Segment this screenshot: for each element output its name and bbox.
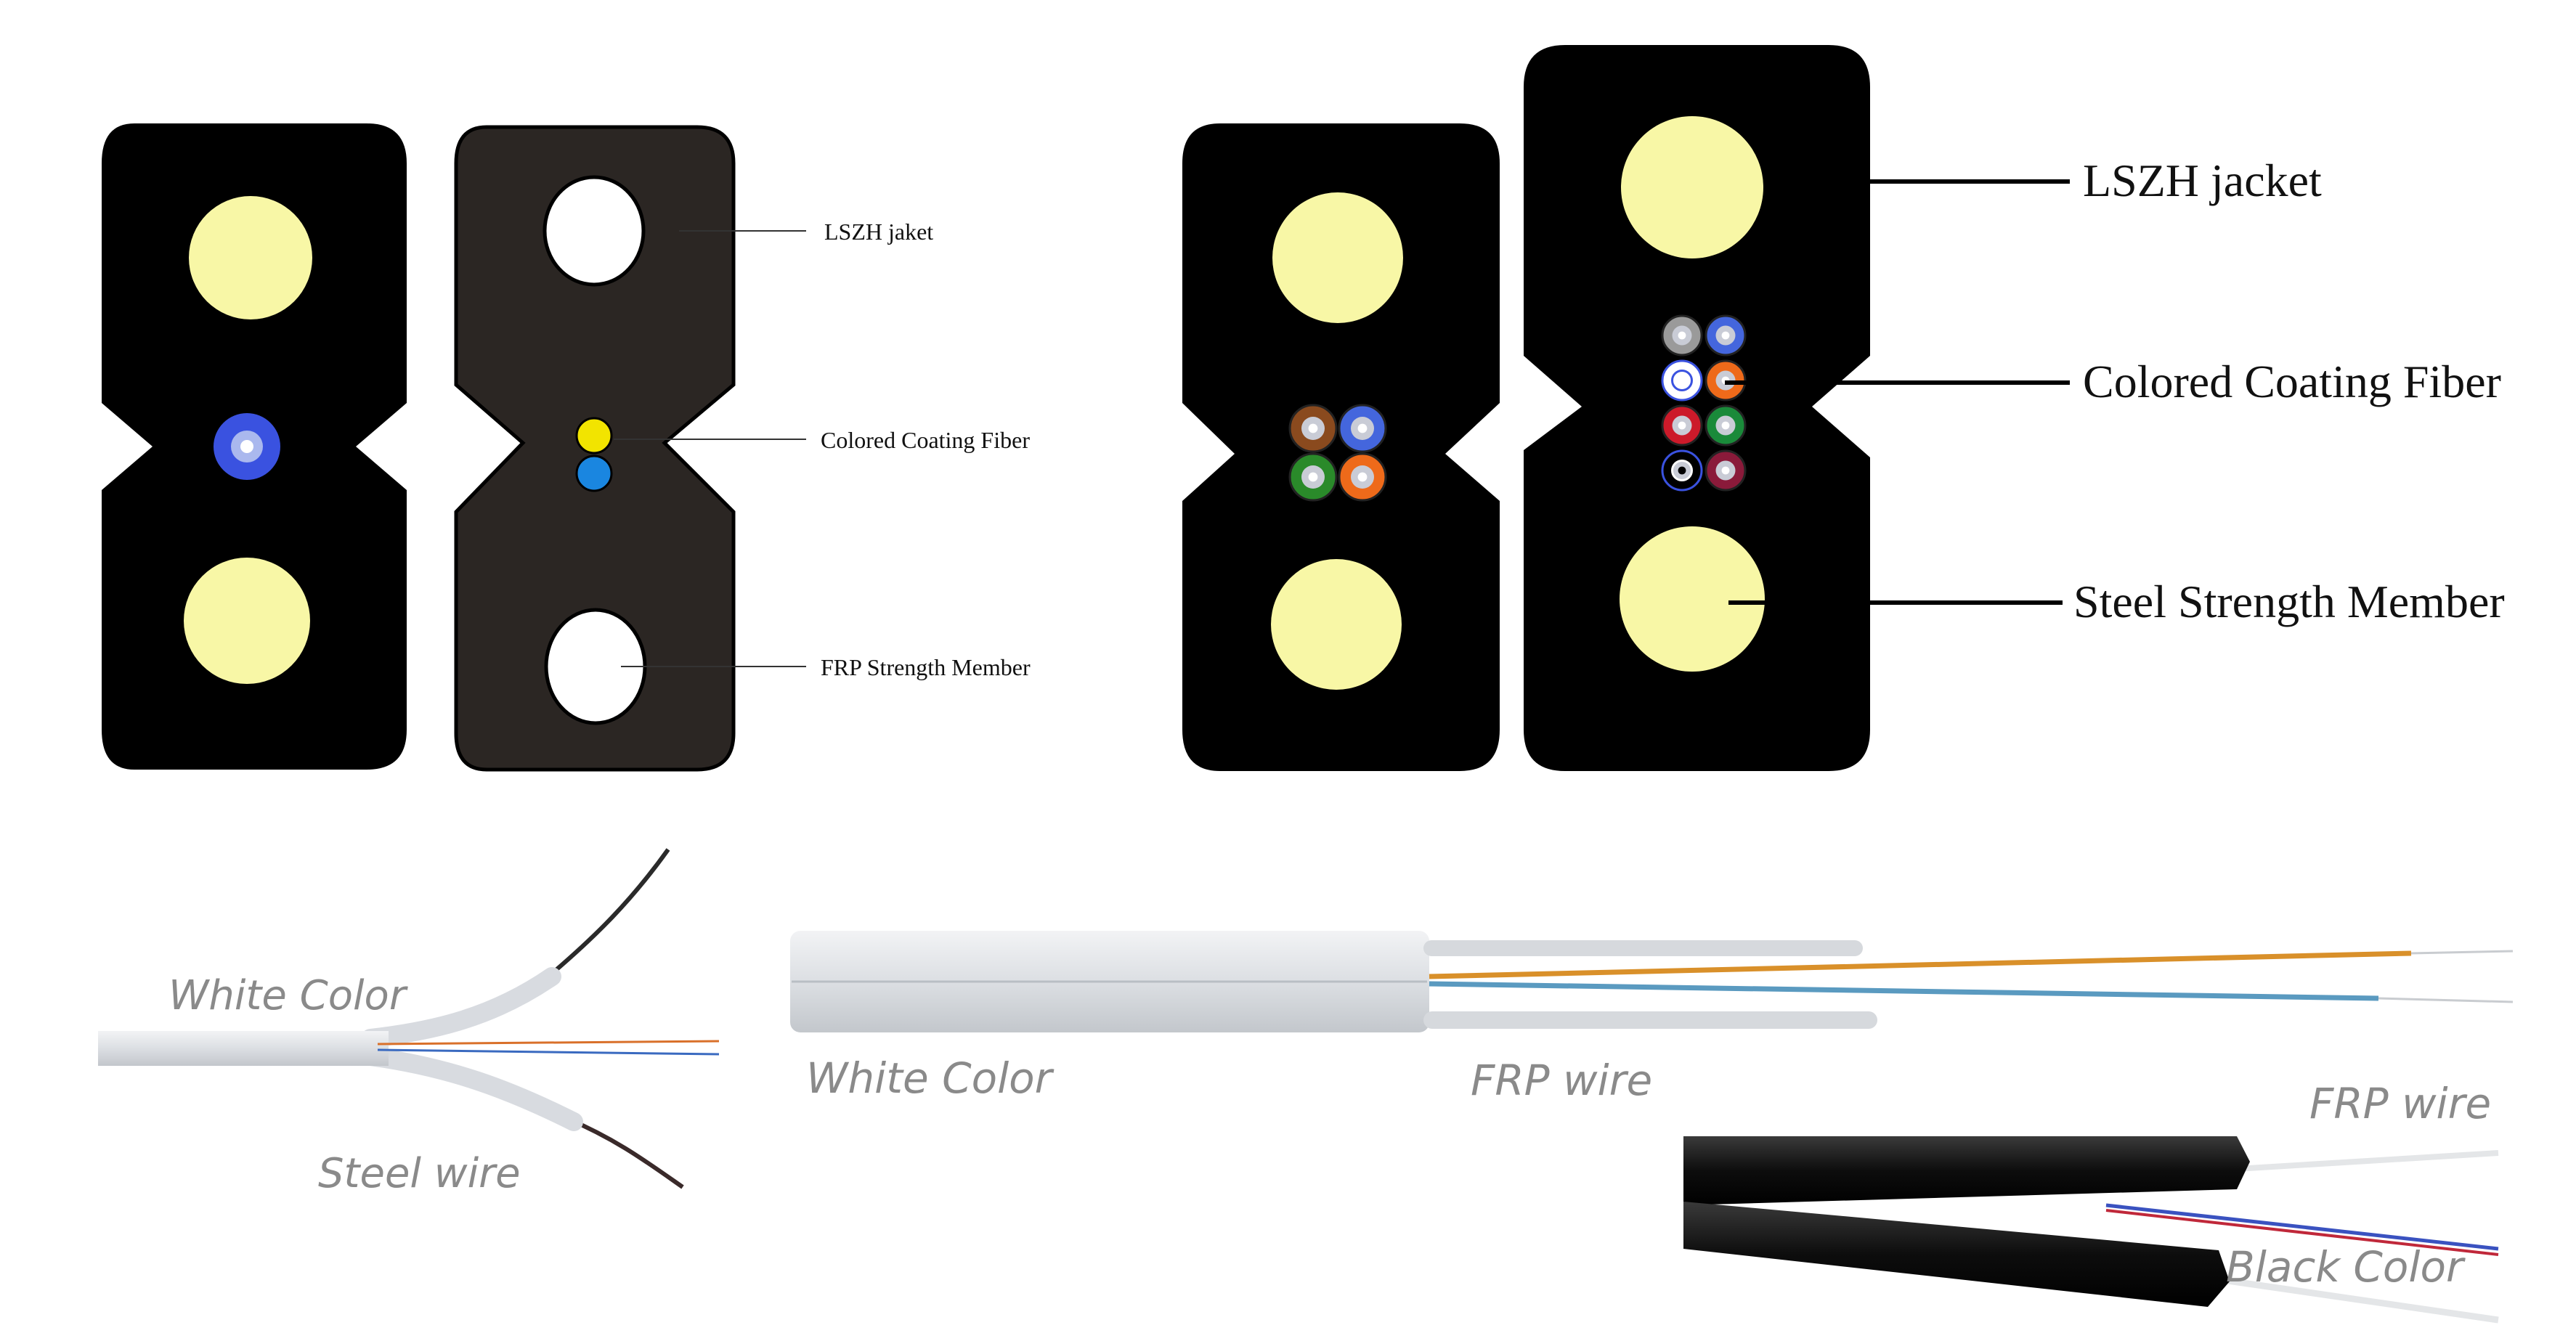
fiber-1	[1288, 404, 1338, 453]
label-colored-fiber-2: Colored Coating Fiber	[2083, 356, 2501, 407]
fiber-orange	[1429, 950, 2412, 979]
fiber-orange-bare	[2410, 950, 2514, 955]
fiber-3	[1661, 359, 1703, 402]
fiber-5-core	[1678, 421, 1686, 430]
fiber-8	[1705, 449, 1747, 492]
fiber-2	[1338, 404, 1387, 453]
cable-branch-top	[361, 967, 561, 1048]
figure2-callouts	[1725, 179, 2070, 605]
cable-cross-section-4-fiber	[1182, 123, 1500, 771]
strength-member-top	[1621, 116, 1763, 258]
steel-wire-top	[547, 848, 670, 979]
fiber-7	[1661, 449, 1703, 492]
fiber-2-core	[1357, 423, 1368, 433]
strength-member-bottom	[1620, 526, 1765, 672]
fiber-blue	[1429, 981, 2379, 1001]
fiber-orange	[377, 1040, 720, 1046]
label-frp-wire-2: FRP wire	[2309, 1079, 2491, 1128]
fiber-blue-bare	[2378, 997, 2514, 1003]
cable-body	[98, 1031, 389, 1066]
fiber-1	[1661, 314, 1703, 356]
label-lszh-jacket-1: LSZH jaket	[824, 219, 933, 245]
fiber-blue	[2105, 1203, 2499, 1251]
fiber-core	[240, 440, 253, 453]
cable-cross-section-2	[454, 125, 736, 772]
label-lszh-jacket-2: LSZH jacket	[2083, 155, 2322, 206]
fiber-3-core	[1308, 472, 1318, 482]
fiber-3-core	[1678, 376, 1686, 385]
steel-wire-bottom	[565, 1116, 684, 1189]
label-steel-wire: Steel wire	[318, 1150, 521, 1197]
fiber-8-core	[1721, 466, 1730, 475]
fiber-2	[1705, 314, 1747, 356]
fiber-7-core	[1678, 466, 1686, 475]
fiber-4	[1338, 452, 1387, 502]
fiber-2-core	[1721, 331, 1730, 340]
strength-member-bottom	[184, 558, 310, 684]
cable-cross-section-1	[102, 123, 407, 770]
fiber-bundle-8	[1661, 314, 1747, 492]
fiber-5	[1661, 404, 1703, 447]
label-colored-fiber-1: Colored Coating Fiber	[821, 427, 1030, 453]
label-white-color-1: White Color	[168, 972, 408, 1019]
fiber-1-core	[1678, 331, 1686, 340]
strength-member-top	[1272, 192, 1403, 323]
fiber-bundle-4	[1288, 404, 1387, 502]
cable-branch-top	[1683, 1136, 2250, 1205]
frp-rod-bottom	[2207, 1274, 2499, 1324]
label-black-color: Black Color	[2226, 1242, 2466, 1292]
cable-branch-bottom	[361, 1047, 583, 1131]
strength-member-top	[189, 196, 312, 319]
fiber-3	[1288, 452, 1338, 502]
fiber-6-core	[1721, 421, 1730, 430]
fiber-4-core	[1357, 472, 1368, 482]
label-frp-wire-1: FRP wire	[1471, 1056, 1652, 1105]
photo-black-frp-cable: FRP wire Black Color	[1683, 1079, 2499, 1324]
fiber-blue	[377, 1048, 720, 1056]
fiber-yellow	[575, 417, 613, 455]
frp-rod-top	[2236, 1150, 2499, 1172]
frp-rod-bottom	[1423, 1011, 1877, 1029]
figure1-callouts	[614, 230, 806, 667]
cable-branch-bottom	[1683, 1202, 2230, 1307]
lszh-jacket	[1524, 45, 1870, 771]
fiber-1-core	[1308, 423, 1318, 433]
label-strength-member-1: FRP Strength Member	[821, 654, 1031, 680]
fiber-red	[2105, 1209, 2499, 1256]
lszh-jacket	[1182, 123, 1500, 771]
fiber-6	[1705, 404, 1747, 447]
label-strength-member-2: Steel Strength Member	[2073, 576, 2505, 627]
fiber-cyan	[575, 455, 613, 492]
figure1: LSZH jaket Colored Coating Fiber FRP Str…	[102, 123, 1031, 772]
frp-member-top	[543, 175, 646, 287]
strength-member-bottom	[1271, 559, 1402, 690]
photo-white-frp-cable: White Color FRP wire	[790, 931, 2514, 1105]
cable-cross-section-8-fiber	[1524, 45, 1870, 771]
label-white-color-2: White Color	[806, 1053, 1055, 1103]
frp-rod-top	[1423, 940, 1863, 956]
photo-white-steel-cable: White Color Steel wire	[98, 848, 720, 1197]
figure2: LSZH jacket Colored Coating Fiber Steel …	[1182, 45, 2505, 771]
